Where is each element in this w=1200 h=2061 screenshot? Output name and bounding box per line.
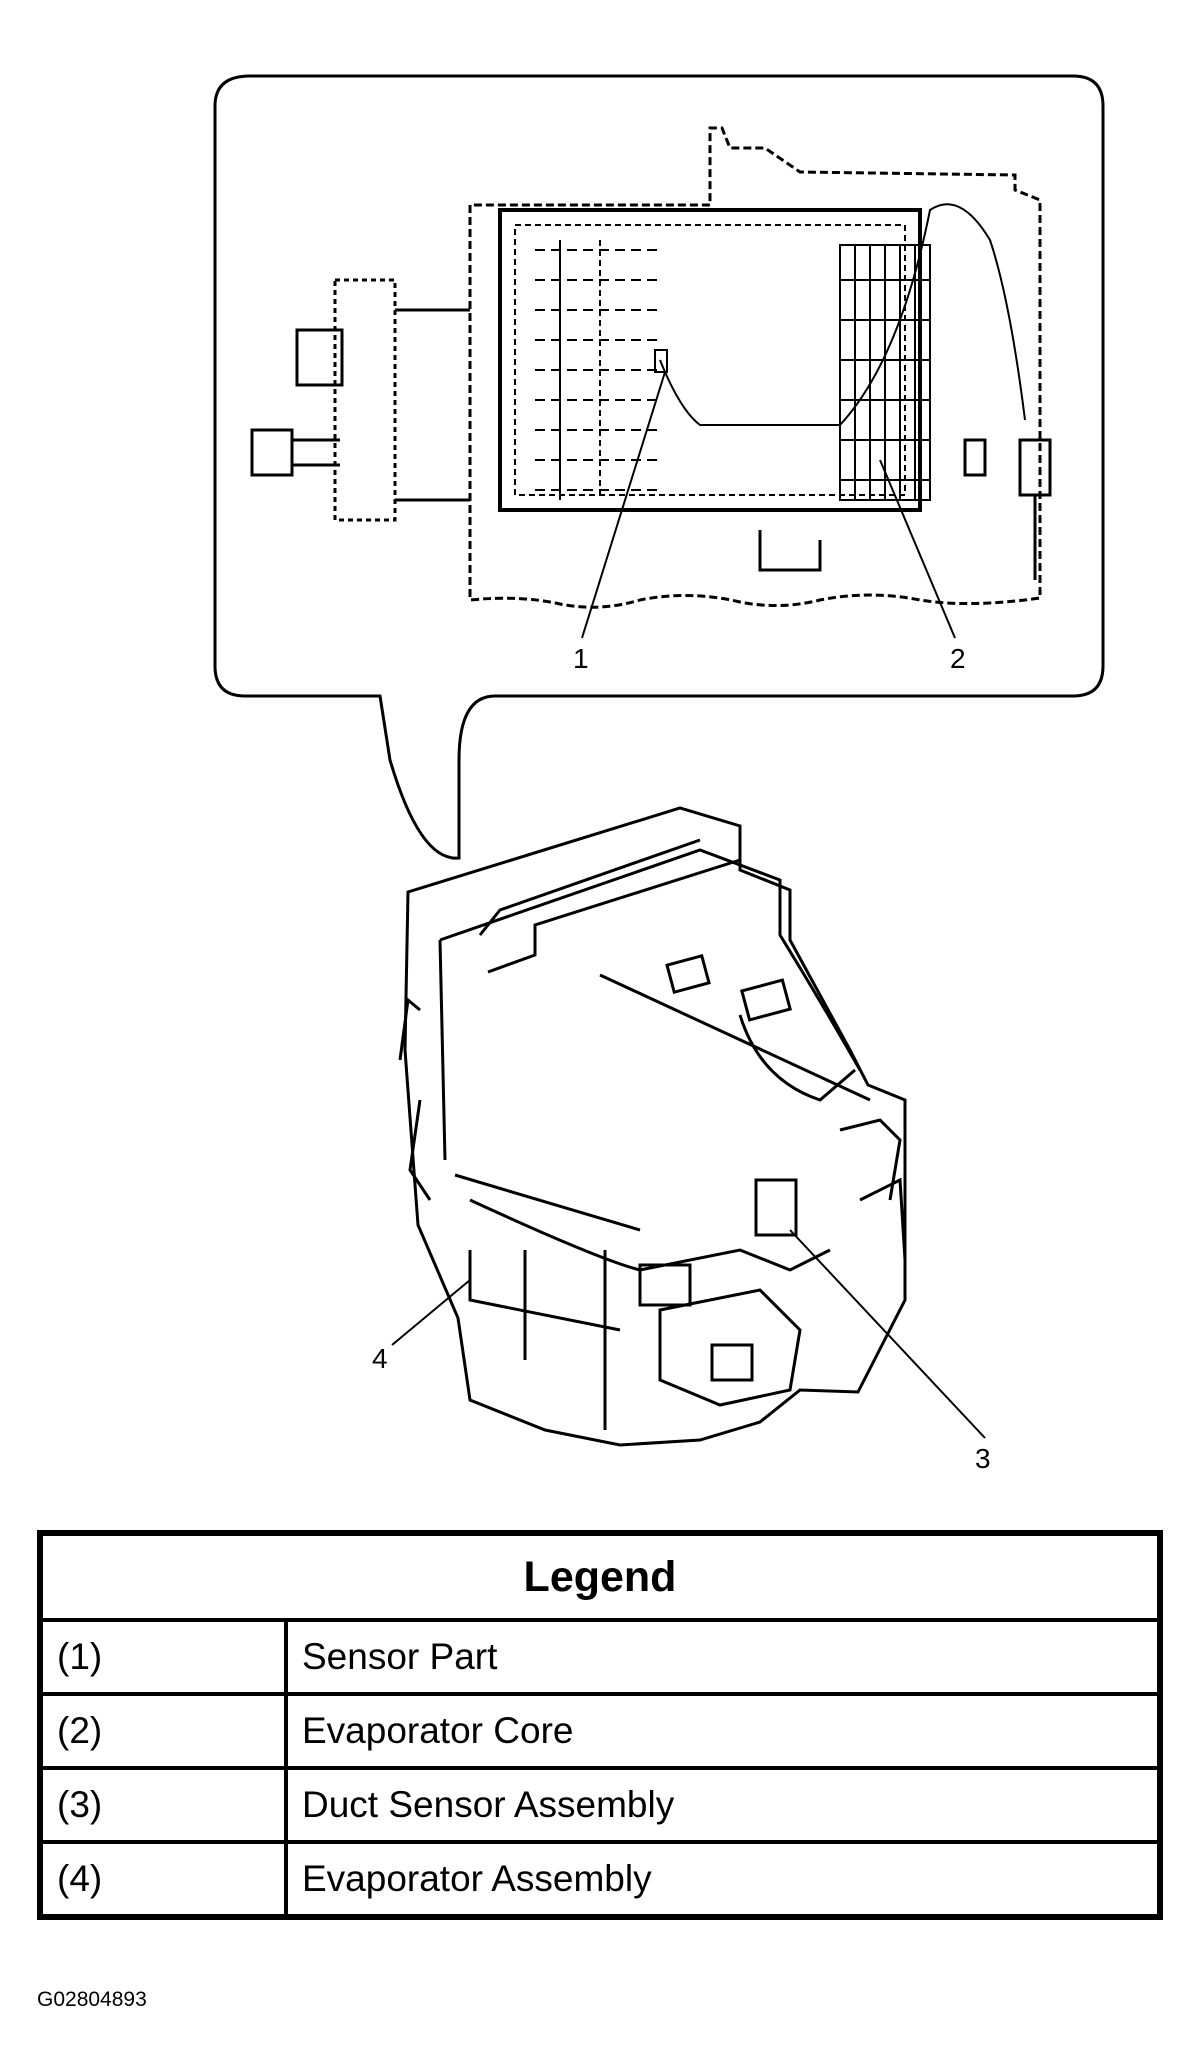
- legend-row: (4) Evaporator Assembly: [38, 1840, 1162, 1919]
- callout-label-4: 4: [372, 1343, 388, 1374]
- legend-header-row: Legend: [38, 1531, 1162, 1622]
- detail-housing: [250, 126, 1052, 609]
- legend-label: Duct Sensor Assembly: [284, 1766, 1162, 1844]
- legend-number: (2): [38, 1692, 288, 1770]
- legend-number: (3): [38, 1766, 288, 1844]
- sensor-grid: [535, 240, 660, 500]
- callout-label-1: 1: [573, 643, 589, 674]
- legend-title: Legend: [38, 1531, 1162, 1622]
- zoom-callout-frame: [213, 74, 1105, 860]
- evaporator-diagram: 1 2 3 4: [213, 74, 1105, 1474]
- refrigerant-pipes: [250, 278, 470, 522]
- evaporator-assembly: [398, 806, 907, 1447]
- legend-label: Evaporator Core: [284, 1692, 1162, 1770]
- legend-row: (2) Evaporator Core: [38, 1692, 1162, 1770]
- legend-label: Evaporator Assembly: [284, 1840, 1162, 1919]
- callout-label-3: 3: [975, 1443, 991, 1474]
- legend-number: (4): [38, 1840, 288, 1919]
- legend-number: (1): [38, 1618, 288, 1696]
- figure-id: G02804893: [37, 1988, 147, 2011]
- legend-row: (1) Sensor Part: [38, 1618, 1162, 1696]
- legend-table: Legend (1) Sensor Part (2) Evaporator Co…: [37, 1530, 1163, 1920]
- legend-row: (3) Duct Sensor Assembly: [38, 1766, 1162, 1844]
- callout-label-2: 2: [950, 643, 966, 674]
- evaporator-core-grid: [839, 244, 931, 501]
- legend-label: Sensor Part: [284, 1618, 1162, 1696]
